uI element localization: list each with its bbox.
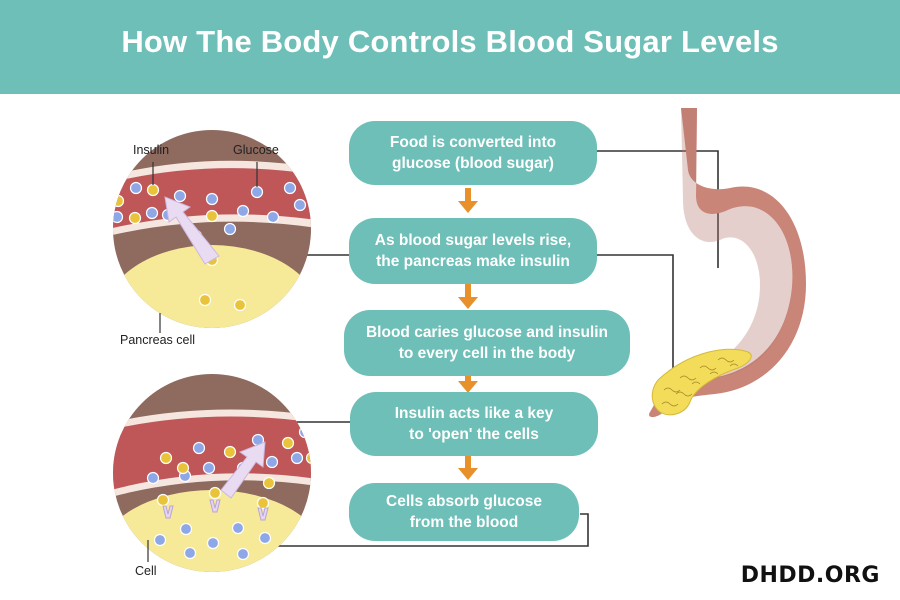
step-3-blood-carries-glucose: Blood caries glucose and insulin to ever… <box>344 310 630 376</box>
insulin-receptors <box>162 499 269 521</box>
flow-arrow-4 <box>458 455 478 480</box>
insulin-molecules <box>156 436 311 510</box>
insulin-release-arrow <box>164 196 220 265</box>
pancreas <box>651 348 752 416</box>
stomach-connector-line <box>596 150 719 268</box>
brand-logo: DHDD.ORG <box>740 563 880 588</box>
pancreas-cell-circle <box>113 130 311 328</box>
glucose-entry-arrow <box>220 441 266 499</box>
header-banner: How The Body Controls Blood Sugar Levels <box>0 0 900 94</box>
stomach-shade <box>681 108 793 378</box>
insulin-label: Insulin <box>133 143 170 157</box>
step-1-food-to-glucose: Food is converted into glucose (blood su… <box>349 121 597 185</box>
pancreas-cell-label: Pancreas cell <box>120 333 196 347</box>
stomach-illustration <box>648 108 806 418</box>
glucose-molecules <box>113 181 307 236</box>
pancreas-cell <box>113 245 311 328</box>
flow-arrow-1 <box>458 188 478 213</box>
cell-label: Cell <box>135 564 157 578</box>
step-5-cells-absorb-glucose: Cells absorb glucose from the blood <box>349 483 579 541</box>
step-2-pancreas-makes-insulin: As blood sugar levels rise, the pancreas… <box>349 218 597 284</box>
pancreas-connector-line <box>596 254 674 385</box>
body-cell-circle <box>113 374 311 572</box>
blood-vessel <box>113 416 311 493</box>
flow-arrows <box>458 188 478 480</box>
flow-arrow-3 <box>458 368 478 393</box>
pancreas-texture <box>661 357 739 407</box>
body-cell <box>113 490 311 572</box>
glucose-molecules <box>146 425 311 561</box>
flow-arrow-2 <box>458 284 478 309</box>
step-4-insulin-key: Insulin acts like a key to 'open' the ce… <box>350 392 598 456</box>
glucose-label: Glucose <box>233 143 279 157</box>
page-title: How The Body Controls Blood Sugar Levels <box>121 24 779 59</box>
